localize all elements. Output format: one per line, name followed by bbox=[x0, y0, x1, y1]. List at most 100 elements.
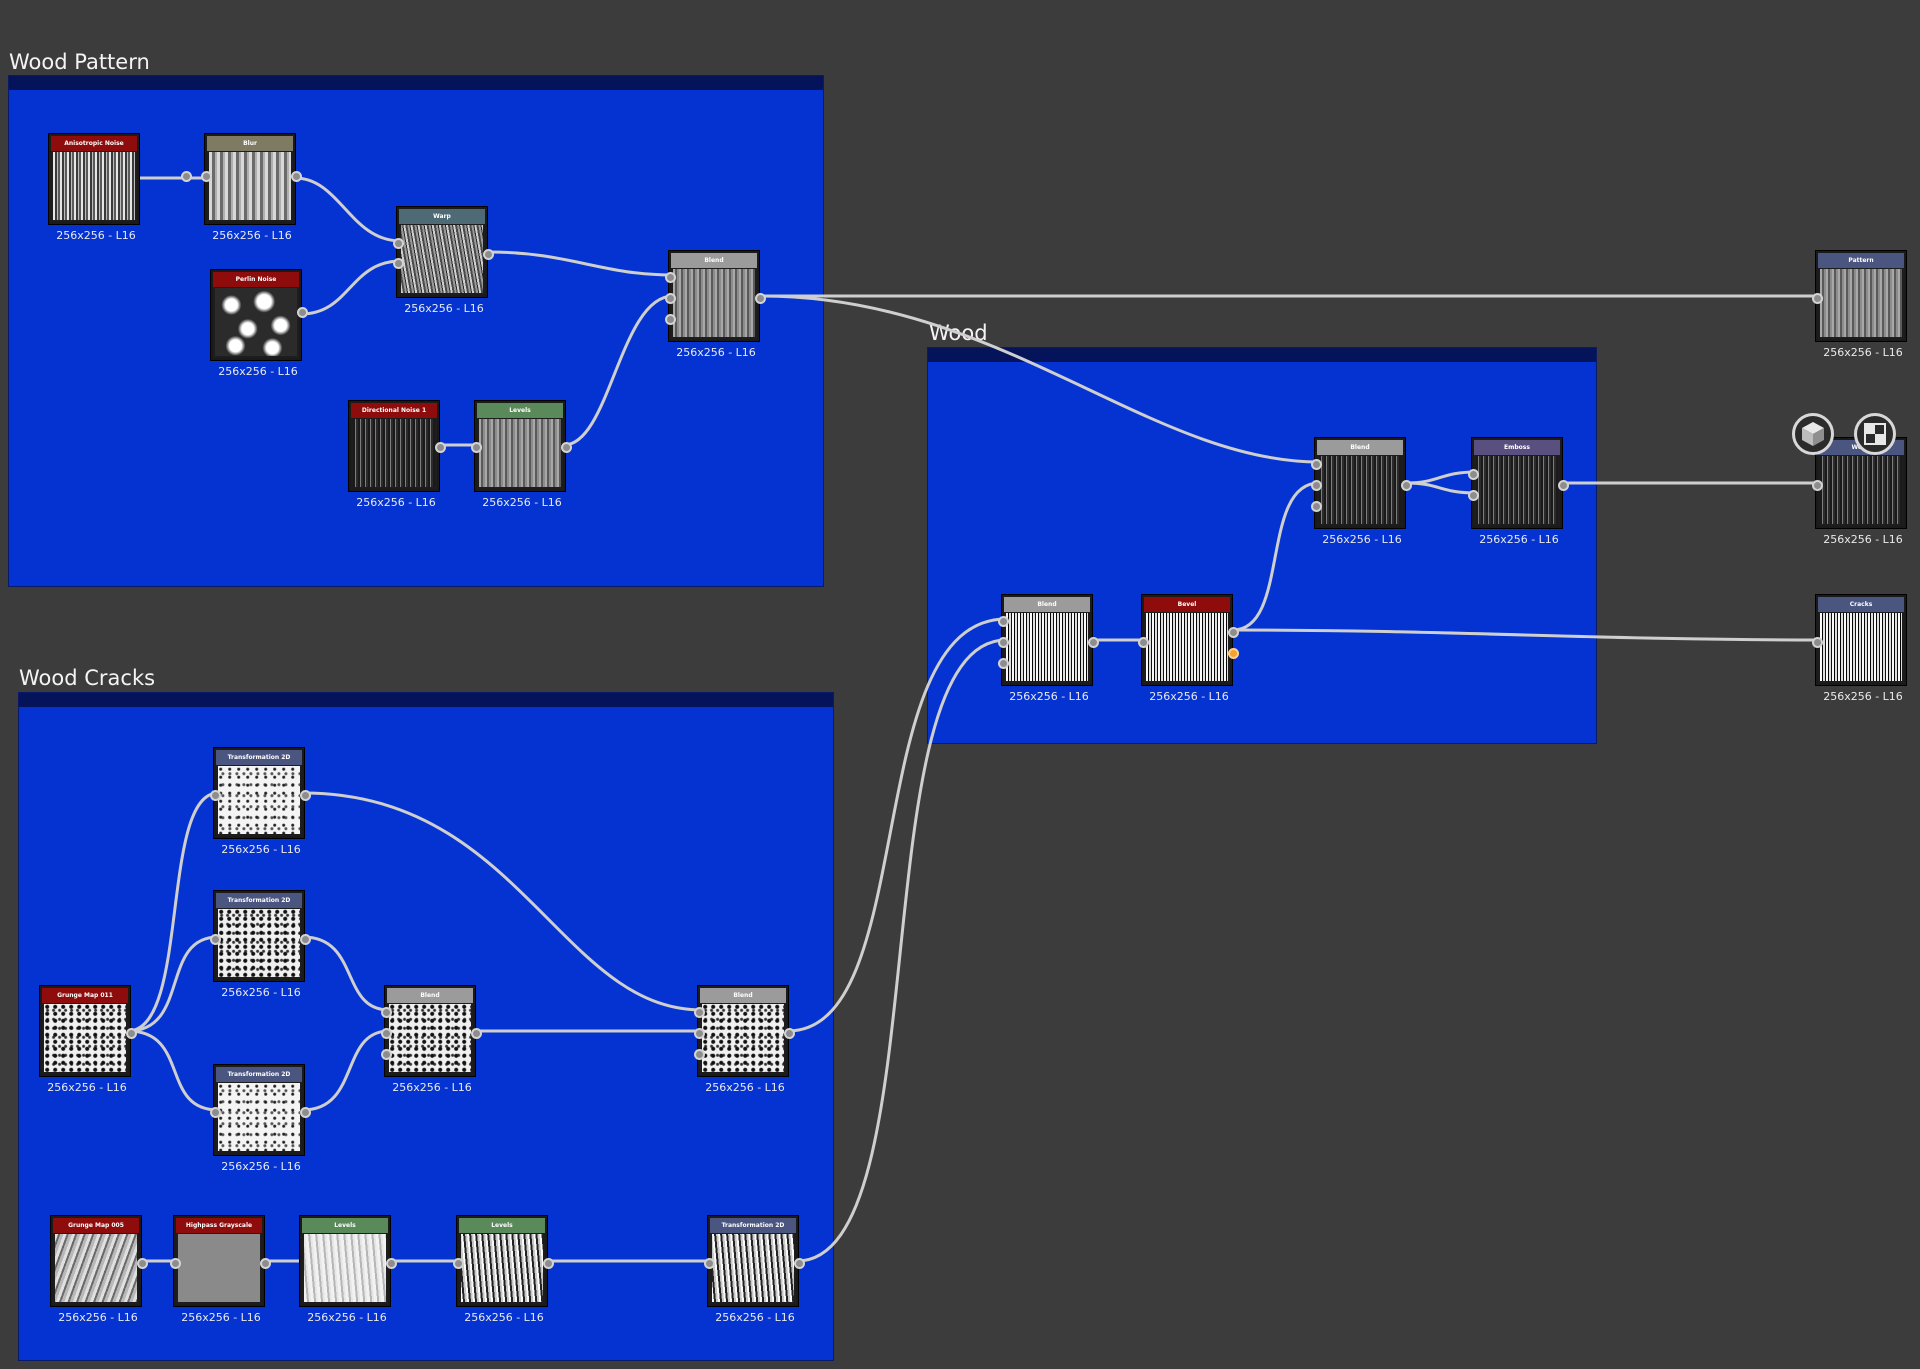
frame-title-wood-cracks[interactable]: Wood Cracks bbox=[19, 666, 156, 690]
input-port[interactable] bbox=[393, 238, 404, 249]
input-port[interactable] bbox=[1311, 459, 1322, 470]
node-title: Blend bbox=[700, 988, 786, 1003]
output-port[interactable] bbox=[297, 307, 308, 318]
input-port[interactable] bbox=[998, 637, 1009, 648]
output-port[interactable] bbox=[300, 790, 311, 801]
output-port[interactable] bbox=[1088, 637, 1099, 648]
input-port[interactable] bbox=[170, 1258, 181, 1269]
node-thumbnail bbox=[1146, 613, 1228, 681]
input-port[interactable] bbox=[998, 658, 1009, 669]
output-port[interactable] bbox=[543, 1258, 554, 1269]
output-port[interactable] bbox=[755, 293, 766, 304]
node-resolution-label: 256x256 - L16 bbox=[1823, 533, 1903, 546]
input-port[interactable] bbox=[381, 1028, 392, 1039]
node-thumbnail bbox=[218, 909, 300, 977]
output-port[interactable] bbox=[1558, 480, 1569, 491]
node-resolution-label: 256x256 - L16 bbox=[307, 1311, 387, 1324]
input-port[interactable] bbox=[665, 293, 676, 304]
view-3d-button[interactable] bbox=[1792, 413, 1834, 455]
view-2d-button[interactable] bbox=[1854, 413, 1896, 455]
input-port[interactable] bbox=[665, 314, 676, 325]
input-port[interactable] bbox=[704, 1258, 715, 1269]
output-port[interactable] bbox=[794, 1258, 805, 1269]
output-port[interactable] bbox=[181, 171, 192, 182]
input-port[interactable] bbox=[1812, 293, 1823, 304]
input-port[interactable] bbox=[381, 1007, 392, 1018]
input-port[interactable] bbox=[1138, 637, 1149, 648]
output-port[interactable] bbox=[126, 1028, 137, 1039]
node-thumbnail bbox=[1820, 613, 1902, 681]
output-port[interactable] bbox=[483, 249, 494, 260]
input-port[interactable] bbox=[1468, 490, 1479, 501]
input-port[interactable] bbox=[1311, 480, 1322, 491]
input-port[interactable] bbox=[1812, 480, 1823, 491]
node-grunge005[interactable]: Grunge Map 005 256x256 - L16 bbox=[51, 1216, 148, 1324]
output-port[interactable] bbox=[435, 442, 446, 453]
output-port[interactable] bbox=[1228, 627, 1239, 638]
output-port[interactable] bbox=[561, 442, 572, 453]
output-port[interactable] bbox=[471, 1028, 482, 1039]
input-port[interactable] bbox=[1311, 501, 1322, 512]
node-thumbnail bbox=[712, 1234, 794, 1302]
input-port[interactable] bbox=[1468, 469, 1479, 480]
output-port[interactable] bbox=[300, 934, 311, 945]
input-port[interactable] bbox=[381, 1049, 392, 1060]
output-port[interactable] bbox=[260, 1258, 271, 1269]
node-thumbnail bbox=[1820, 269, 1902, 337]
output-port[interactable] bbox=[386, 1258, 397, 1269]
node-resolution-label: 256x256 - L16 bbox=[58, 1311, 138, 1324]
input-port[interactable] bbox=[393, 258, 404, 269]
input-port[interactable] bbox=[998, 616, 1009, 627]
node-title: Grunge Map 005 bbox=[53, 1218, 139, 1233]
input-port[interactable] bbox=[210, 790, 221, 801]
input-port[interactable] bbox=[210, 934, 221, 945]
node-resolution-label: 256x256 - L16 bbox=[1479, 533, 1559, 546]
input-port[interactable] bbox=[471, 442, 482, 453]
node-title: Levels bbox=[302, 1218, 388, 1233]
node-title: Warp bbox=[399, 209, 485, 224]
node-thumbnail bbox=[215, 288, 297, 356]
frame-title-wood-pattern[interactable]: Wood Pattern bbox=[9, 50, 150, 74]
input-port[interactable] bbox=[201, 171, 212, 182]
node-resolution-label: 256x256 - L16 bbox=[1322, 533, 1402, 546]
node-levels2[interactable]: Levels 256x256 - L16 bbox=[300, 1216, 397, 1324]
output-port[interactable] bbox=[300, 1107, 311, 1118]
input-port[interactable] bbox=[1812, 637, 1823, 648]
node-wood-out[interactable]: Wood256x256 - L16 bbox=[1812, 438, 1906, 546]
output-port[interactable] bbox=[1401, 480, 1412, 491]
input-port[interactable] bbox=[453, 1258, 464, 1269]
input-port[interactable] bbox=[665, 272, 676, 283]
output-port[interactable] bbox=[1228, 648, 1239, 659]
output-port[interactable] bbox=[291, 171, 302, 182]
input-port[interactable] bbox=[694, 1028, 705, 1039]
output-port[interactable] bbox=[137, 1258, 148, 1269]
frame-title-wood[interactable]: Wood bbox=[929, 321, 988, 345]
input-port[interactable] bbox=[210, 1107, 221, 1118]
node-resolution-label: 256x256 - L16 bbox=[392, 1081, 472, 1094]
input-port[interactable] bbox=[694, 1007, 705, 1018]
input-port[interactable] bbox=[694, 1049, 705, 1060]
output-port[interactable] bbox=[784, 1028, 795, 1039]
